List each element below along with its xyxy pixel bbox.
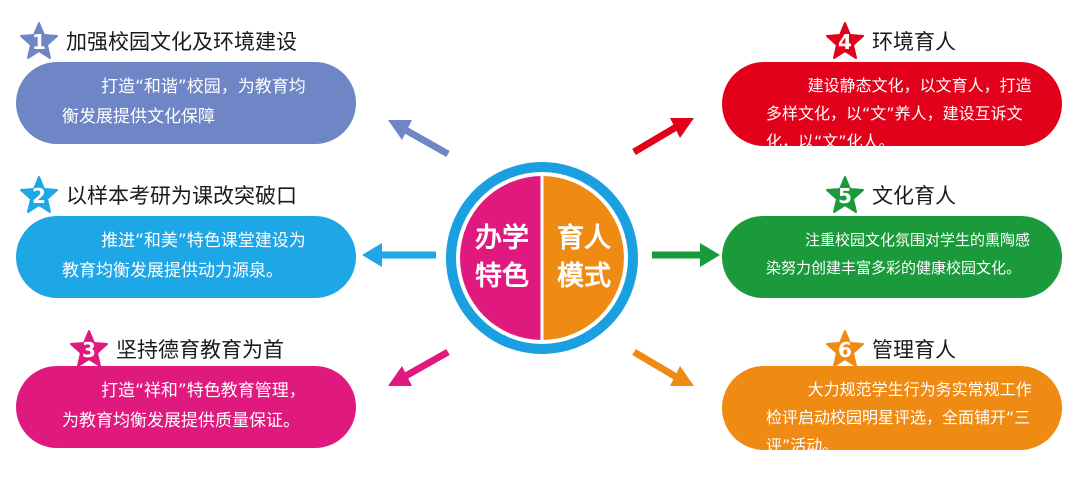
star-badge-6: 6 bbox=[826, 330, 864, 368]
star-icon bbox=[826, 330, 864, 367]
center-right-line1: 育人 bbox=[557, 223, 611, 254]
item-2-box: 推进“和美”特色课堂建设为教育均衡发展提供动力源泉。 bbox=[16, 216, 356, 298]
arrow-to-item-5 bbox=[652, 243, 720, 267]
item-4-heading: 4 环境育人 bbox=[826, 22, 956, 60]
item-1-number: 1 bbox=[32, 30, 46, 54]
item-4-box: 建设静态文化，以文育人，打造多样文化，以“文”养人，建设互诉文化，以“文”化人。 bbox=[722, 62, 1062, 151]
star-icon bbox=[20, 176, 58, 213]
item-5-number: 5 bbox=[838, 184, 852, 208]
center-right-line2: 模式 bbox=[557, 261, 611, 292]
star-badge-1: 1 bbox=[20, 22, 58, 60]
star-badge-5: 5 bbox=[826, 176, 864, 214]
item-3-text: 打造“祥和”特色教育管理，为教育均衡发展提供质量保证。 bbox=[62, 381, 306, 431]
item-1-box: 打造“和谐”校园，为教育均衡发展提供文化保障 bbox=[16, 62, 356, 144]
center-left-line1: 办学 bbox=[475, 223, 529, 254]
item-5-heading: 5 文化育人 bbox=[826, 176, 956, 214]
center-left-line2: 特色 bbox=[475, 261, 529, 292]
item-3-number: 3 bbox=[82, 338, 96, 362]
center-left-text: 办学 特色 bbox=[462, 220, 542, 296]
item-5-box: 注重校园文化氛围对学生的熏陶感染努力创建丰富多彩的健康校园文化。 bbox=[722, 216, 1062, 298]
center-right-text: 育人 模式 bbox=[544, 220, 624, 296]
arrow-to-item-3 bbox=[388, 348, 450, 386]
item-2-text: 推进“和美”特色课堂建设为教育均衡发展提供动力源泉。 bbox=[62, 231, 306, 281]
item-6-title: 管理育人 bbox=[872, 338, 956, 362]
item-4-title: 环境育人 bbox=[872, 30, 956, 54]
arrow-to-item-6 bbox=[632, 348, 694, 386]
arrow-to-item-1 bbox=[388, 120, 450, 158]
item-1-text: 打造“和谐”校园，为教育均衡发展提供文化保障 bbox=[62, 77, 306, 127]
item-2-number: 2 bbox=[32, 184, 46, 208]
arrow-to-item-2 bbox=[362, 243, 436, 267]
item-5-text: 注重校园文化氛围对学生的熏陶感染努力创建丰富多彩的健康校园文化。 bbox=[766, 231, 1031, 277]
arrow-to-item-4 bbox=[632, 118, 694, 156]
item-6-number: 6 bbox=[838, 338, 852, 362]
center-circle-graphic bbox=[446, 162, 638, 354]
item-1-heading: 1 加强校园文化及环境建设 bbox=[20, 22, 297, 60]
star-badge-2: 2 bbox=[20, 176, 58, 214]
item-6-text: 大力规范学生行为务实常规工作检评启动校园明星评选，全面铺开“三评”活动。 bbox=[766, 380, 1032, 455]
item-6-box: 大力规范学生行为务实常规工作检评启动校园明星评选，全面铺开“三评”活动。 bbox=[722, 366, 1062, 455]
item-4-number: 4 bbox=[838, 30, 852, 54]
item-1-title: 加强校园文化及环境建设 bbox=[66, 30, 297, 54]
item-2-heading: 2 以样本考研为课改突破口 bbox=[20, 176, 297, 214]
item-3-box: 打造“祥和”特色教育管理，为教育均衡发展提供质量保证。 bbox=[16, 366, 356, 448]
item-4-text: 建设静态文化，以文育人，打造多样文化，以“文”养人，建设互诉文化，以“文”化人。 bbox=[766, 76, 1032, 151]
item-3-title: 坚持德育教育为首 bbox=[116, 338, 284, 362]
star-icon bbox=[826, 22, 864, 59]
item-6-heading: 6 管理育人 bbox=[826, 330, 956, 368]
star-badge-4: 4 bbox=[826, 22, 864, 60]
star-icon bbox=[70, 330, 108, 367]
item-2-title: 以样本考研为课改突破口 bbox=[66, 184, 297, 208]
star-badge-3: 3 bbox=[70, 330, 108, 368]
item-5-title: 文化育人 bbox=[872, 184, 956, 208]
star-icon bbox=[826, 176, 864, 213]
center-badge: 办学 特色 育人 模式 bbox=[444, 160, 640, 356]
star-icon bbox=[20, 22, 58, 59]
item-3-heading: 3 坚持德育教育为首 bbox=[70, 330, 284, 368]
